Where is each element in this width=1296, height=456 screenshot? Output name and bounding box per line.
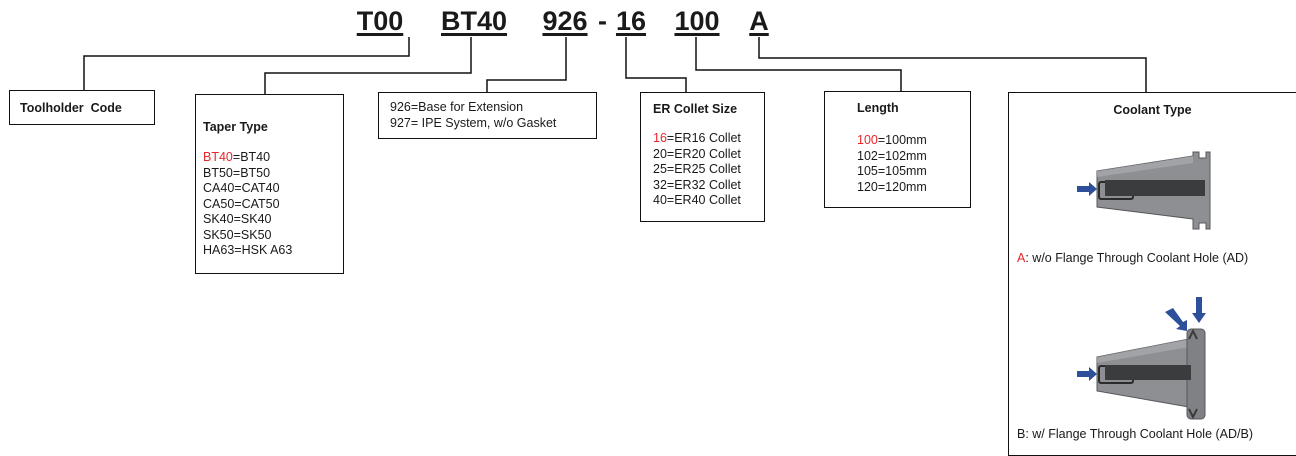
coolant-option-a-label: A: w/o Flange Through Coolant Hole (AD) [1017, 251, 1248, 267]
collet-item: 20=ER20 Collet [653, 147, 741, 163]
collet-item: 16=ER16 Collet [653, 131, 741, 147]
item-description: =ER16 Collet [666, 131, 741, 145]
item-code: 32 [653, 177, 667, 192]
item-code: 25 [653, 162, 667, 176]
item-description: =BT40 [232, 150, 271, 164]
code-separator: - [598, 6, 607, 36]
item-code: 16 [653, 131, 667, 145]
coolant-type-box: Coolant Type A: w/o Flange Through Coola… [1008, 92, 1296, 456]
item-code: CA40 [203, 181, 235, 195]
item-description: =100mm [877, 133, 927, 147]
collet-item: 40=ER40 Collet [653, 193, 741, 209]
base-item: 926=Base for Extension [390, 100, 524, 114]
item-description: =SK40 [233, 212, 272, 226]
item-code: 120 [857, 179, 878, 194]
connector-16 [625, 37, 687, 92]
item-description: =ER40 Collet [666, 193, 741, 207]
item-description: =CAT50 [234, 196, 280, 211]
item-description: =ER20 Collet [666, 146, 741, 161]
item-code: SK40 [203, 212, 234, 226]
item-description: =120mm [877, 179, 927, 194]
coolant-type-title: Coolant Type [1113, 103, 1192, 117]
coolant-sample-b-illustration [1077, 297, 1206, 420]
item-description: =ER32 Collet [666, 177, 741, 192]
collet-item: 32=ER32 Collet [653, 178, 741, 194]
length-item: 105=105mm [857, 164, 927, 180]
base-item: 927= IPE System, w/o Gasket [390, 115, 557, 130]
taper-item: SK50=SK50 [203, 228, 292, 244]
code-part-taper: BT40 [441, 6, 508, 36]
code-part-holder: T00 [356, 6, 404, 36]
taper-item: BT40=BT40 [203, 150, 292, 166]
coolant-option-a-key: A [1017, 251, 1026, 265]
taper-item: CA40=CAT40 [203, 181, 292, 197]
item-description: =102mm [877, 148, 927, 163]
er-collet-title: ER Collet Size [653, 102, 738, 116]
collet-item: 25=ER25 Collet [653, 162, 741, 178]
coolant-option-b-label: B: w/ Flange Through Coolant Hole (AD/B) [1017, 427, 1253, 441]
item-code: 20 [653, 146, 667, 161]
item-code: SK50 [203, 227, 234, 242]
length-item: 100=100mm [857, 133, 927, 149]
item-code: HA63 [203, 243, 235, 257]
item-description: =ER25 Collet [666, 162, 741, 176]
item-description: =BT50 [232, 165, 271, 180]
connector-926 [486, 37, 567, 92]
code-part-coolant: A [749, 6, 769, 36]
coolant-option-a-text: : w/o Flange Through Coolant Hole (AD) [1025, 251, 1249, 265]
item-code: 105 [857, 164, 878, 178]
taper-item: HA63=HSK A63 [203, 243, 292, 259]
taper-item: CA50=CAT50 [203, 197, 292, 213]
item-code: 40 [653, 193, 667, 207]
item-code: 100 [857, 133, 878, 147]
code-part-base: 926 [542, 6, 588, 36]
connector-bt40 [264, 37, 472, 94]
taper-type-title: Taper Type [203, 120, 268, 134]
toolholder-code-box: Toolholder Code [9, 90, 155, 125]
item-description: =CAT40 [234, 181, 280, 195]
item-code: BT40 [203, 150, 233, 164]
code-part-length: 100 [674, 6, 720, 36]
length-item: 120=120mm [857, 180, 927, 196]
length-item: 102=102mm [857, 149, 927, 165]
taper-item: SK40=SK40 [203, 212, 292, 228]
toolholder-code-title: Toolholder Code [20, 101, 122, 115]
coolant-sample-a-illustration [1077, 151, 1211, 230]
item-code: 102 [857, 148, 878, 163]
item-code: BT50 [203, 165, 233, 180]
item-description: =105mm [877, 164, 927, 178]
taper-item: BT50=BT50 [203, 166, 292, 182]
connector-t00 [83, 37, 410, 90]
connector-a [758, 37, 1147, 92]
item-description: =HSK A63 [234, 243, 293, 257]
item-description: =SK50 [233, 227, 272, 242]
connector-100 [695, 37, 902, 91]
length-title: Length [857, 101, 899, 115]
item-code: CA50 [203, 196, 235, 211]
code-part-collet: 16 [615, 6, 647, 36]
